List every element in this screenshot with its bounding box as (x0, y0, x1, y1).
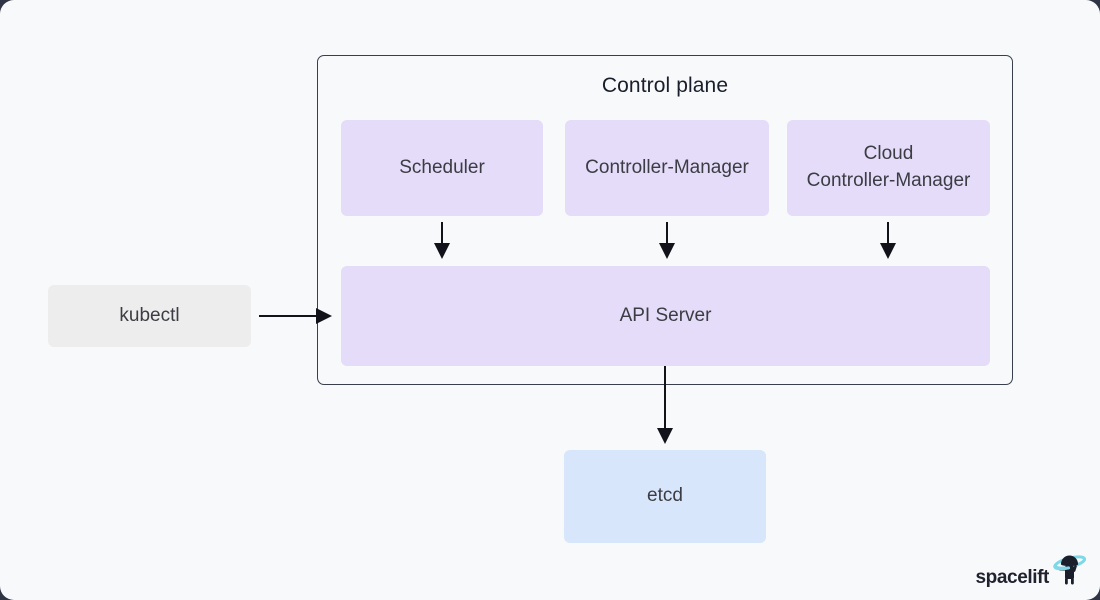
arrow-cloud-controller-manager-to-api-server (887, 222, 889, 244)
node-api-server: API Server (341, 266, 990, 366)
node-cloud-controller-manager-label: Cloud Controller-Manager (807, 141, 971, 195)
arrow-kubectl-to-api-server (259, 315, 317, 317)
node-label-line-2: Controller-Manager (806, 170, 971, 191)
arrow-scheduler-to-api-server (441, 222, 443, 244)
spacelift-astronaut-icon (1050, 551, 1087, 590)
control-plane-title: Control plane (601, 74, 729, 97)
arrow-controller-manager-to-api-server (666, 222, 668, 244)
spacelift-wordmark: spacelift (975, 567, 1050, 588)
node-kubectl: kubectl (48, 285, 251, 347)
spacelift-logo: spacelift (976, 551, 1087, 590)
node-controller-manager: Controller-Manager (565, 120, 769, 216)
node-label-line-1: Cloud (863, 143, 914, 165)
node-scheduler: Scheduler (341, 120, 543, 216)
arrow-api-server-to-etcd (664, 366, 666, 429)
node-cloud-controller-manager: Cloud Controller-Manager (787, 120, 990, 216)
node-etcd: etcd (564, 450, 766, 543)
